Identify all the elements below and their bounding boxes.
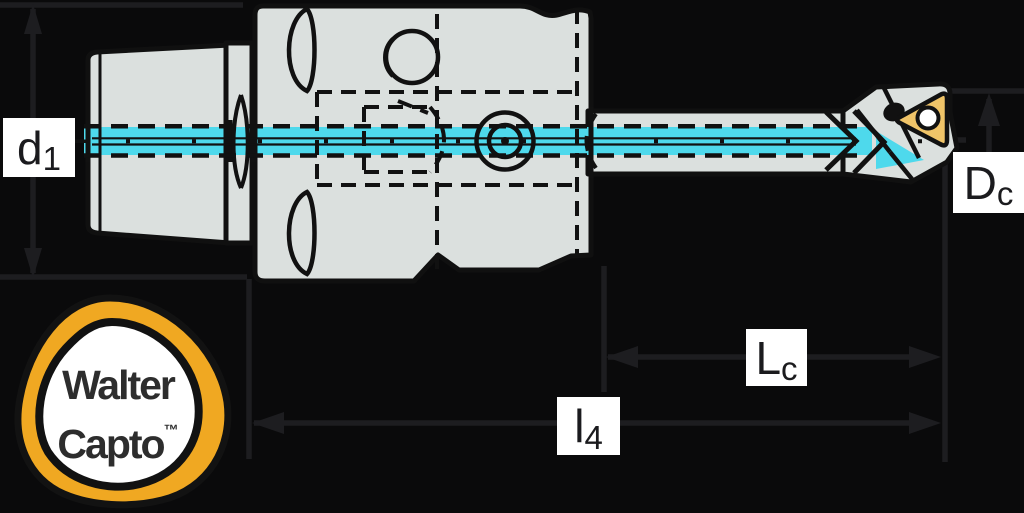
dc-base: D: [963, 156, 997, 209]
lc-arrow-left: [606, 346, 638, 368]
lc-sub: c: [781, 350, 798, 387]
l4-sub: 4: [584, 418, 603, 456]
l4-base: l: [574, 400, 585, 452]
head-seam-2: [855, 108, 892, 154]
bar-seam-chevron-1: [824, 110, 860, 172]
logo-line1: Walter: [40, 363, 196, 408]
l4-arrow-left: [252, 412, 284, 434]
logo-line2: Capto™: [40, 408, 196, 467]
drive-slot-top: [286, 6, 317, 94]
logo-wordmark: Walter Capto™: [40, 363, 196, 467]
clamp-screw-outer: [474, 110, 536, 172]
coolant-flow-arrow: [876, 131, 924, 169]
coolant-dashed-borders: [84, 123, 866, 158]
d1-arrow-up: [24, 4, 42, 34]
trademark-symbol: ™: [163, 422, 179, 439]
lc-base: L: [755, 331, 782, 384]
d1-arrow-down: [24, 248, 42, 278]
dc-sub: c: [996, 175, 1014, 212]
logo-walter-text: Walter: [62, 362, 176, 408]
drive-slot-bottom: [286, 189, 317, 277]
screw-hole-crescent: [383, 37, 395, 78]
logo-capto-text: Capto: [57, 421, 165, 467]
d1-base: d: [17, 121, 43, 174]
dc-arrow-up: [978, 93, 1000, 126]
hidden-lines: [315, 9, 598, 278]
flange-polygon-curve: [231, 94, 250, 189]
insert-screw-hole: [915, 105, 941, 131]
l4-arrow-right: [909, 412, 941, 434]
head-seam-3: [888, 150, 914, 181]
logo-inner-disc: [35, 317, 203, 491]
lc-arrow-right: [909, 346, 941, 368]
d1-sub: 1: [42, 140, 61, 177]
walter-capto-logo: [14, 294, 232, 509]
